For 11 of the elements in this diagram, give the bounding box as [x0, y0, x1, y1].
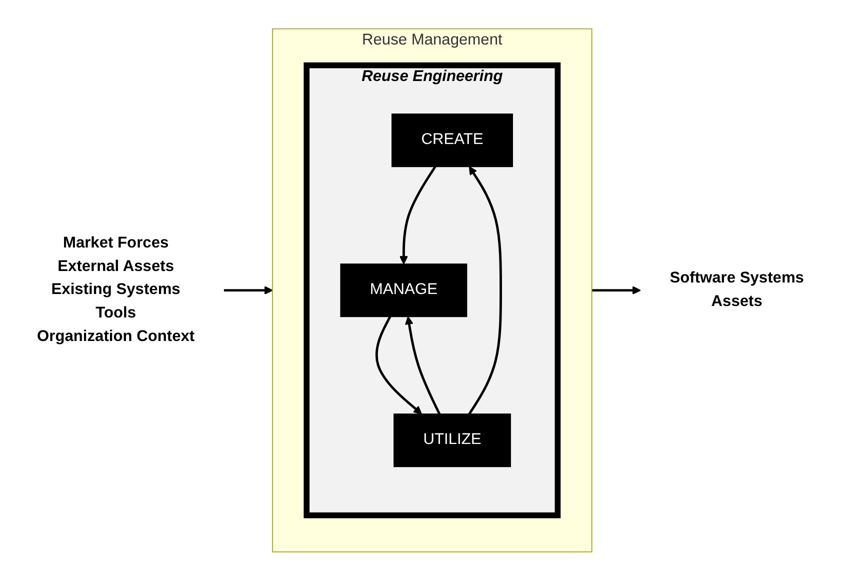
arrow	[399, 166, 436, 264]
node-box: UTILIZE	[394, 413, 511, 467]
arrow	[375, 316, 422, 414]
arrow	[592, 286, 641, 294]
node-box: MANAGE	[340, 263, 468, 317]
arrow	[468, 166, 502, 414]
arrow	[404, 316, 441, 414]
node-text: Market Forces External Assets Existing Systems Tools Organization Context	[37, 234, 195, 345]
arrow	[224, 286, 273, 294]
node-text: Software Systems Assets	[670, 270, 804, 310]
node-box: CREATE	[392, 113, 513, 167]
